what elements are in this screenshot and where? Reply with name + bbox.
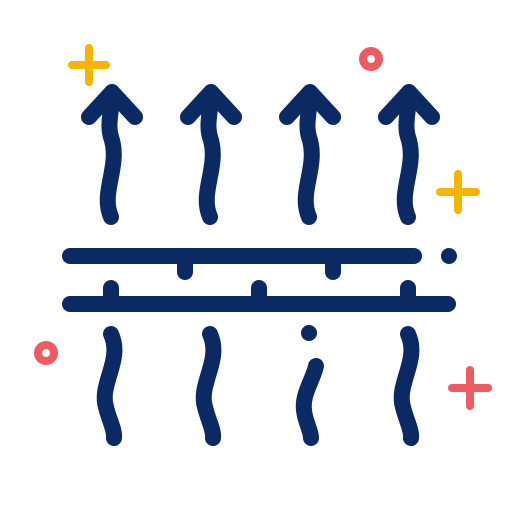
airflow-arrow-1-shaft	[99, 86, 122, 225]
airflow-arrow-4-head	[378, 84, 440, 125]
airflow-arrow-2-head	[180, 84, 242, 125]
airflow-arrow-1-head	[81, 84, 143, 125]
ring-icon-red-left	[34, 341, 58, 365]
airflow-arrow-3-head	[279, 84, 341, 125]
plus-icon-red-bottom-right	[448, 366, 492, 410]
moisture-wave-4	[393, 326, 420, 446]
sparkles-group	[34, 44, 492, 410]
fabric-layers-group	[62, 248, 456, 312]
ring-icon-red-top	[359, 47, 383, 71]
moisture-wave-3	[295, 358, 324, 446]
plus-icon-yellow-right	[436, 170, 480, 214]
plus-icon-yellow-top-left	[68, 44, 110, 86]
moisture-wave-2	[195, 326, 222, 446]
moisture-waves-group	[96, 326, 420, 446]
airflow-arrow-2-shaft	[198, 86, 221, 225]
airflow-arrows-group	[81, 84, 440, 225]
moisture-wave-1	[96, 326, 123, 446]
fabric-end-dot	[441, 248, 457, 264]
airflow-arrow-4-shaft	[396, 86, 419, 225]
moisture-dot	[301, 325, 317, 341]
airflow-arrow-3-shaft	[297, 86, 320, 225]
